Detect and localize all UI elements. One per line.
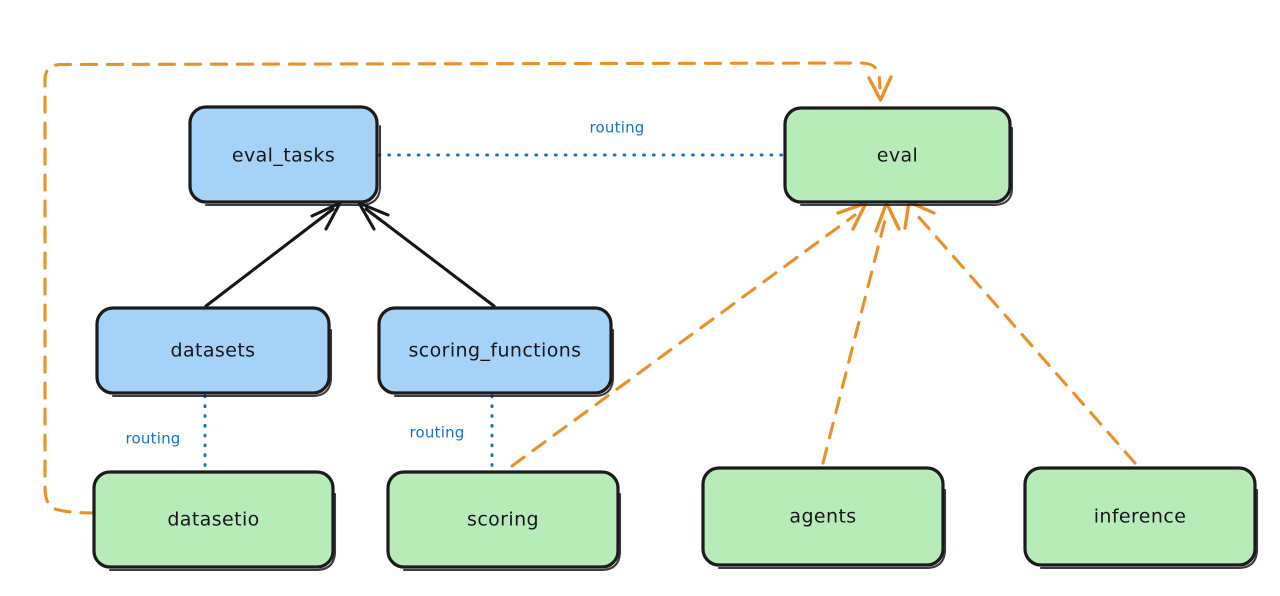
node-inference-box[interactable] (1023, 466, 1257, 567)
node-agents[interactable]: agents (701, 466, 947, 570)
edge-label-routing-eval: routing (590, 119, 645, 137)
edge-label-layer: routing routing routing (126, 119, 645, 448)
node-datasets-label: datasets (171, 340, 256, 362)
arrowhead-datasetio-eval (867, 75, 893, 102)
edge-datasets-to-eval_tasks (204, 201, 342, 308)
node-datasets-box[interactable] (95, 306, 331, 395)
node-datasetio-label: datasetio (167, 509, 259, 531)
node-eval-box[interactable] (783, 106, 1012, 204)
node-eval_tasks[interactable]: eval_tasks (188, 105, 382, 207)
node-datasetio[interactable]: datasetio (92, 470, 337, 572)
edge-label-routing-datasetio: routing (126, 430, 181, 448)
node-datasetio-box[interactable] (92, 470, 335, 569)
node-agents-box[interactable] (701, 466, 945, 567)
node-scoring-label: scoring (467, 509, 539, 531)
node-scoring_functions-label: scoring_functions (409, 340, 582, 362)
node-layer: eval_tasks eval datasets scoring_functio… (92, 105, 1259, 572)
node-scoring_functions-box[interactable] (377, 306, 613, 395)
node-inference[interactable]: inference (1023, 466, 1259, 570)
node-inference-label: inference (1094, 506, 1187, 528)
node-eval[interactable]: eval (783, 106, 1014, 207)
edge-agents-to-eval (821, 201, 901, 465)
edge-datasetio-to-eval (43, 61, 893, 515)
edge-label-routing-scoring: routing (410, 424, 465, 442)
node-scoring-box[interactable] (386, 470, 620, 569)
node-agents-label: agents (789, 506, 856, 528)
node-eval_tasks-box[interactable] (188, 105, 379, 204)
edge-inference-to-eval (903, 200, 1137, 465)
arrowhead-agents-eval (874, 201, 901, 233)
node-scoring_functions[interactable]: scoring_functions (377, 306, 615, 398)
node-datasets[interactable]: datasets (95, 306, 333, 398)
node-eval_tasks-label: eval_tasks (232, 145, 335, 167)
edge-scoringfn-to-eval_tasks (357, 201, 496, 308)
node-scoring[interactable]: scoring (386, 470, 622, 572)
edge-layer (43, 61, 1137, 515)
node-eval-label: eval (877, 145, 918, 167)
